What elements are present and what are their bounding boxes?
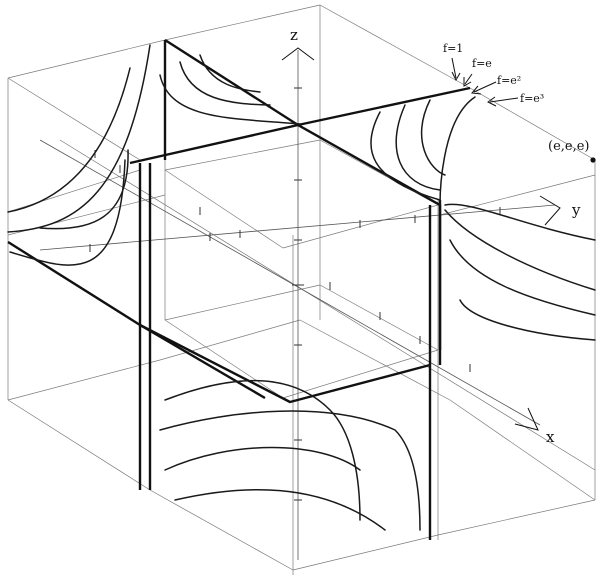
level-curve: [9, 159, 126, 266]
level-labels: f=1 f=e f=e² f=e³: [443, 42, 544, 107]
level-label-f1: f=1: [443, 42, 463, 55]
level-curve: [164, 446, 361, 471]
x-axis-line: [39, 139, 541, 426]
level-curve: [179, 61, 271, 106]
level-label-fe3: f=e³: [520, 92, 544, 105]
corner-point: (e,e,e): [548, 139, 596, 163]
level-curve: [395, 104, 441, 191]
level-label-fe2: f=e²: [497, 74, 521, 87]
level-curve: [7, 67, 131, 213]
level-curve: [159, 410, 421, 531]
level-curve: [174, 488, 386, 531]
level-curve: [439, 96, 476, 206]
axis-ticks: [89, 87, 501, 501]
level-curve: [159, 74, 301, 125]
point-marker: [590, 157, 596, 163]
level-curve: [7, 44, 151, 233]
z-axis-label: z: [290, 26, 298, 44]
level-curve: [444, 203, 596, 241]
level-curves: [7, 44, 596, 531]
x-axis-label: x: [546, 428, 555, 446]
point-label: (e,e,e): [548, 139, 590, 154]
axes: [39, 50, 556, 560]
level-label-fe: f=e: [472, 57, 492, 70]
level-curve: [449, 239, 596, 316]
level-curve: [420, 99, 446, 176]
surface-edges: [7, 38, 471, 540]
level-curve: [199, 54, 261, 93]
y-axis-label: y: [571, 201, 581, 219]
level-curve: [370, 111, 441, 201]
y-axis-line: [39, 204, 556, 251]
bounding-box-lines: [7, 4, 596, 575]
level-curve: [444, 209, 596, 291]
level-curve: [459, 299, 596, 341]
level-curve: [39, 149, 129, 230]
axis-labels: z y x: [281, 26, 581, 446]
level-curve: [164, 379, 361, 521]
